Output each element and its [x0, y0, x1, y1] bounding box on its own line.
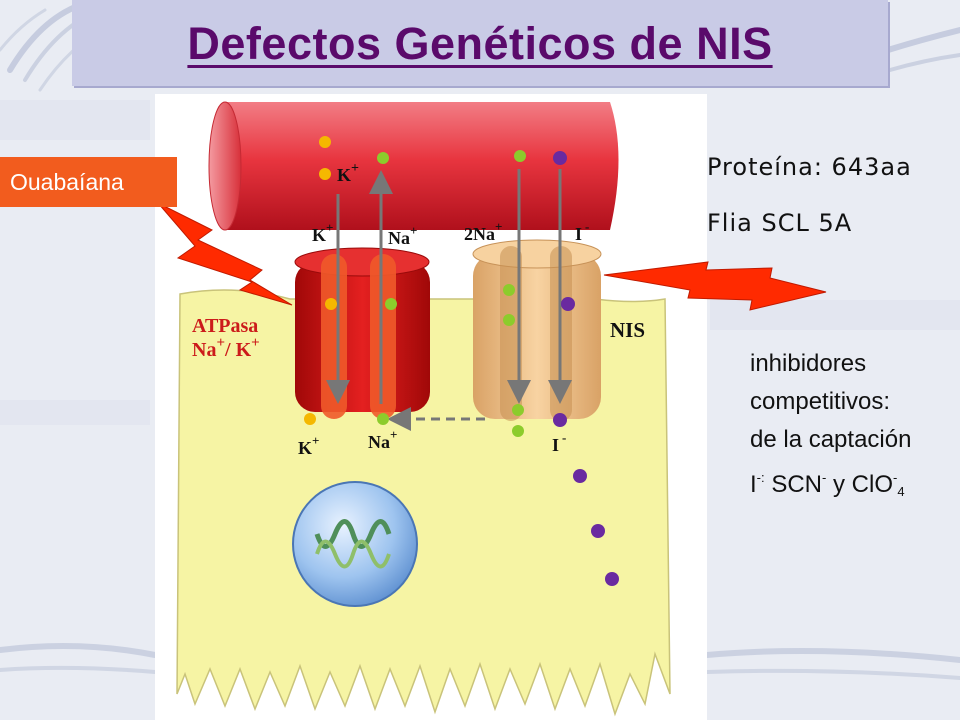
label-na-top: Na+	[388, 223, 417, 248]
cell-nucleus	[292, 481, 418, 607]
label-k-blood: K+	[337, 161, 359, 185]
ion-i	[553, 413, 567, 427]
inhibitors-line-4: I-: SCN- y ClO-4	[750, 470, 905, 499]
nis-transporter	[472, 239, 602, 421]
atpase-pump	[294, 247, 430, 419]
ion-k	[304, 413, 316, 425]
ion-i	[573, 469, 587, 483]
label-2na-top: 2Na+	[464, 219, 502, 244]
ion-na	[377, 413, 389, 425]
ions	[304, 136, 619, 586]
label-k-bottom: K+	[298, 433, 319, 458]
ion-i	[561, 297, 575, 311]
label-i-bottom: I-	[552, 430, 566, 455]
ion-i	[605, 572, 619, 586]
label-atpase-2: Na+/ K+	[192, 335, 260, 361]
inhibitors-line-3: de la captación	[750, 426, 912, 453]
page-title: Defectos Genéticos de NIS	[187, 18, 773, 69]
label-nis: NIS	[610, 318, 645, 342]
ion-na	[512, 404, 524, 416]
label-atpase-1: ATPasa	[192, 315, 258, 337]
ion-i	[553, 151, 567, 165]
inhibitors-line-2: competitivos:	[750, 388, 891, 415]
nis-transport-diagram: K+ K+ Na+ 2Na+ I- K+ Na+ I- NIS ATPasa N…	[176, 101, 671, 717]
label-k-top: K+	[312, 220, 333, 245]
ion-k	[319, 168, 331, 180]
ion-na	[377, 152, 389, 164]
ion-na	[503, 314, 515, 326]
ion-na	[512, 425, 524, 437]
transport-arrows	[326, 169, 572, 431]
inhibitors-line-1: inhibidores	[750, 350, 867, 377]
ouabaina-label: Ouabaíana	[0, 157, 177, 207]
ion-na	[503, 284, 515, 296]
protein-info: Proteína: 643aa	[707, 153, 912, 181]
title-bar: Defectos Genéticos de NIS	[72, 0, 888, 86]
ion-na	[385, 298, 397, 310]
inhibitors-text: inhibidores competitivos: de la captació…	[750, 345, 911, 511]
ion-na	[514, 150, 526, 162]
ion-k	[325, 298, 337, 310]
family-info: Flia SCL 5A	[707, 209, 853, 237]
label-i-top: I-	[575, 219, 589, 244]
blood-vessel	[208, 101, 619, 231]
label-na-bottom: Na+	[368, 427, 397, 452]
ion-k	[319, 136, 331, 148]
ion-i	[591, 524, 605, 538]
